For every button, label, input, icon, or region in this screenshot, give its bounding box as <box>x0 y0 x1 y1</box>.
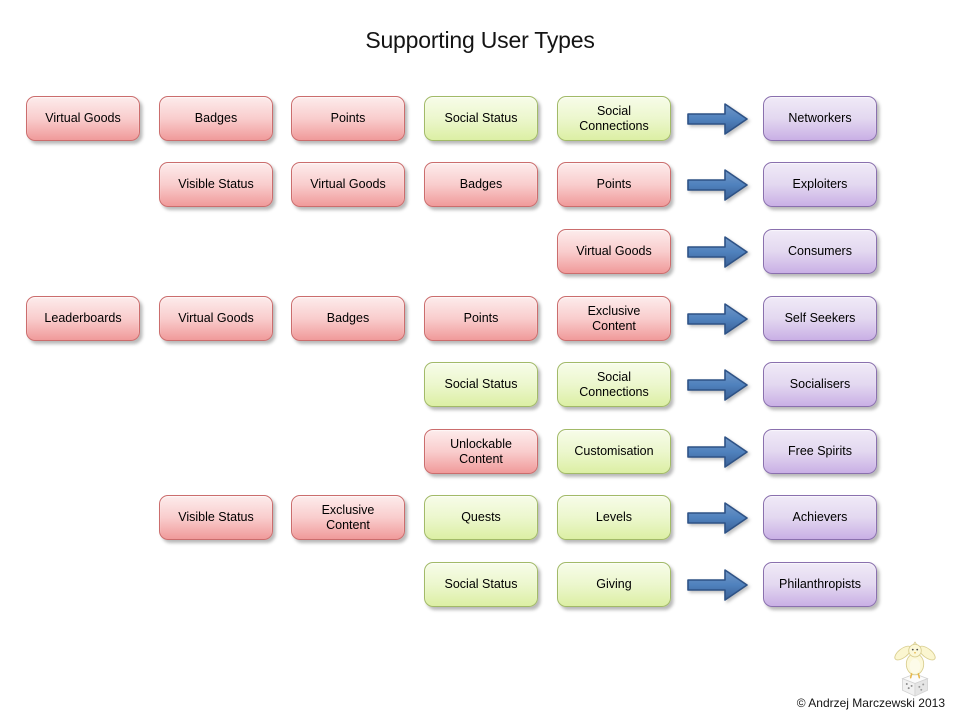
right-arrow-icon <box>687 168 748 201</box>
right-arrow-icon <box>687 302 748 335</box>
mechanic-box: Giving <box>557 562 671 607</box>
mechanic-box: Quests <box>424 495 538 540</box>
mechanic-box: Points <box>291 96 405 141</box>
mechanic-box: Levels <box>557 495 671 540</box>
mechanic-box: Social Status <box>424 562 538 607</box>
user-type-box: Socialisers <box>763 362 877 407</box>
mechanic-box: Points <box>424 296 538 341</box>
user-type-box: Networkers <box>763 96 877 141</box>
mechanic-box: Virtual Goods <box>26 96 140 141</box>
mechanic-box: Points <box>557 162 671 207</box>
right-arrow-icon <box>687 435 748 468</box>
mechanic-box: Virtual Goods <box>159 296 273 341</box>
mechanic-box: Unlockable Content <box>424 429 538 474</box>
mechanic-box: Badges <box>291 296 405 341</box>
copyright-text: © Andrzej Marczewski 2013 <box>796 696 945 710</box>
mechanic-box: Visible Status <box>159 495 273 540</box>
mechanic-box: Badges <box>424 162 538 207</box>
right-arrow-icon <box>687 235 748 268</box>
mechanic-box: Virtual Goods <box>557 229 671 274</box>
mechanic-box: Social Status <box>424 96 538 141</box>
mechanic-box: Virtual Goods <box>291 162 405 207</box>
right-arrow-icon <box>687 501 748 534</box>
user-type-box: Exploiters <box>763 162 877 207</box>
right-arrow-icon <box>687 102 748 135</box>
mechanic-box: Social Connections <box>557 362 671 407</box>
mechanic-box: Visible Status <box>159 162 273 207</box>
mechanic-box: Social Status <box>424 362 538 407</box>
mechanic-box: Exclusive Content <box>557 296 671 341</box>
user-type-box: Consumers <box>763 229 877 274</box>
mechanic-box: Customisation <box>557 429 671 474</box>
page-title: Supporting User Types <box>365 27 595 53</box>
mechanic-box: Exclusive Content <box>291 495 405 540</box>
user-type-box: Philanthropists <box>763 562 877 607</box>
mechanic-box: Badges <box>159 96 273 141</box>
user-type-box: Achievers <box>763 495 877 540</box>
mechanic-box: Leaderboards <box>26 296 140 341</box>
user-type-box: Self Seekers <box>763 296 877 341</box>
right-arrow-icon <box>687 368 748 401</box>
user-type-box: Free Spirits <box>763 429 877 474</box>
right-arrow-icon <box>687 568 748 601</box>
bird-on-die-logo <box>894 641 936 697</box>
mechanic-box: Social Connections <box>557 96 671 141</box>
